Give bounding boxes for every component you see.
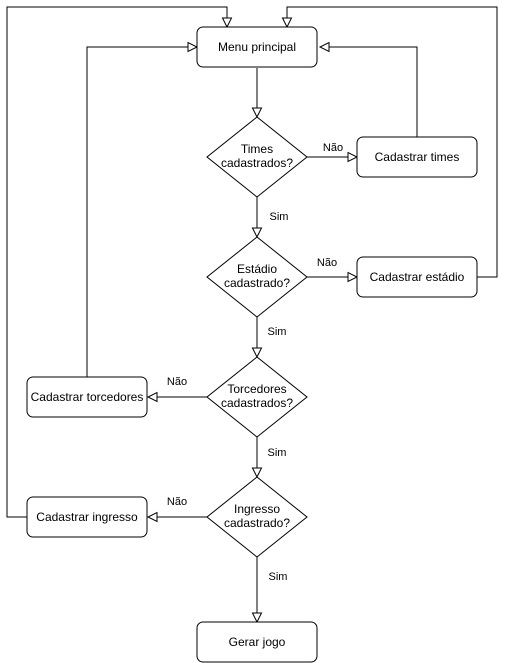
arrowhead-estadio-q bbox=[251, 227, 263, 239]
edge-label-times-nao: Não bbox=[323, 142, 343, 154]
arrowhead-cad-ingresso bbox=[146, 511, 158, 523]
decision-label-line1: Times bbox=[241, 142, 273, 156]
arrowhead-menu-right bbox=[318, 41, 330, 53]
edge-label-torc-nao: Não bbox=[167, 376, 187, 388]
arrowhead-cad-estadio bbox=[347, 271, 359, 283]
decision-torcedores-cadastrados[interactable]: Torcedores cadastrados? bbox=[206, 356, 308, 438]
arrowhead-times-q bbox=[251, 107, 263, 119]
arrowhead-menu-left bbox=[187, 41, 199, 53]
arrowheads bbox=[146, 17, 359, 624]
edge-cad-estadio-return bbox=[286, 6, 498, 278]
arrowhead-cad-torc bbox=[146, 391, 158, 403]
decision-label-line1: Torcedores bbox=[227, 382, 286, 396]
edge-cad-torc-return bbox=[86, 46, 190, 377]
node-label: Cadastrar estádio bbox=[370, 270, 465, 284]
node-label: Cadastrar times bbox=[375, 150, 460, 164]
node-label: Cadastrar ingresso bbox=[36, 510, 138, 524]
node-label: Gerar jogo bbox=[229, 635, 286, 649]
connectors bbox=[6, 6, 498, 615]
node-label: Menu principal bbox=[218, 40, 296, 54]
arrowhead-gerar bbox=[251, 612, 263, 624]
node-cadastrar-estadio[interactable]: Cadastrar estádio bbox=[356, 256, 478, 298]
decision-estadio-cadastrado[interactable]: Estádio cadastrado? bbox=[206, 236, 308, 318]
edge-cad-ingresso-return bbox=[6, 6, 228, 518]
arrowhead-cad-times bbox=[347, 151, 359, 163]
node-menu-principal[interactable]: Menu principal bbox=[196, 26, 318, 68]
edge-label-times-sim: Sim bbox=[270, 211, 289, 223]
node-cadastrar-times[interactable]: Cadastrar times bbox=[356, 136, 478, 178]
decision-label-line2: cadastrado? bbox=[224, 516, 290, 530]
decision-label-line2: cadastrados? bbox=[221, 396, 293, 410]
decision-label-line1: Ingresso bbox=[234, 502, 280, 516]
edge-label-torc-sim: Sim bbox=[268, 447, 287, 459]
node-cadastrar-ingresso[interactable]: Cadastrar ingresso bbox=[26, 496, 148, 538]
arrowhead-ingresso-q bbox=[251, 467, 263, 479]
arrowhead-menu-top-left bbox=[221, 17, 233, 29]
decision-ingresso-cadastrado[interactable]: Ingresso cadastrado? bbox=[206, 476, 308, 558]
decision-times-cadastrados[interactable]: Times cadastrados? bbox=[206, 116, 308, 198]
arrowhead-menu-top-right bbox=[281, 17, 293, 29]
edge-labels: Não Sim Não Sim Não Sim Não Sim bbox=[167, 142, 343, 583]
edge-label-estadio-sim: Sim bbox=[268, 326, 287, 338]
node-gerar-jogo[interactable]: Gerar jogo bbox=[196, 621, 318, 663]
decision-label-line2: cadastrado? bbox=[224, 276, 290, 290]
node-cadastrar-torcedores[interactable]: Cadastrar torcedores bbox=[26, 376, 148, 418]
node-label: Cadastrar torcedores bbox=[31, 390, 144, 404]
edge-label-estadio-nao: Não bbox=[317, 257, 337, 269]
edge-label-ingresso-nao: Não bbox=[167, 496, 187, 508]
edge-label-ingresso-sim: Sim bbox=[269, 571, 288, 583]
decision-label-line1: Estádio bbox=[237, 262, 277, 276]
decision-label-line2: cadastrados? bbox=[221, 156, 293, 170]
arrowhead-torc-q bbox=[251, 347, 263, 359]
edge-cad-times-return bbox=[327, 46, 418, 137]
